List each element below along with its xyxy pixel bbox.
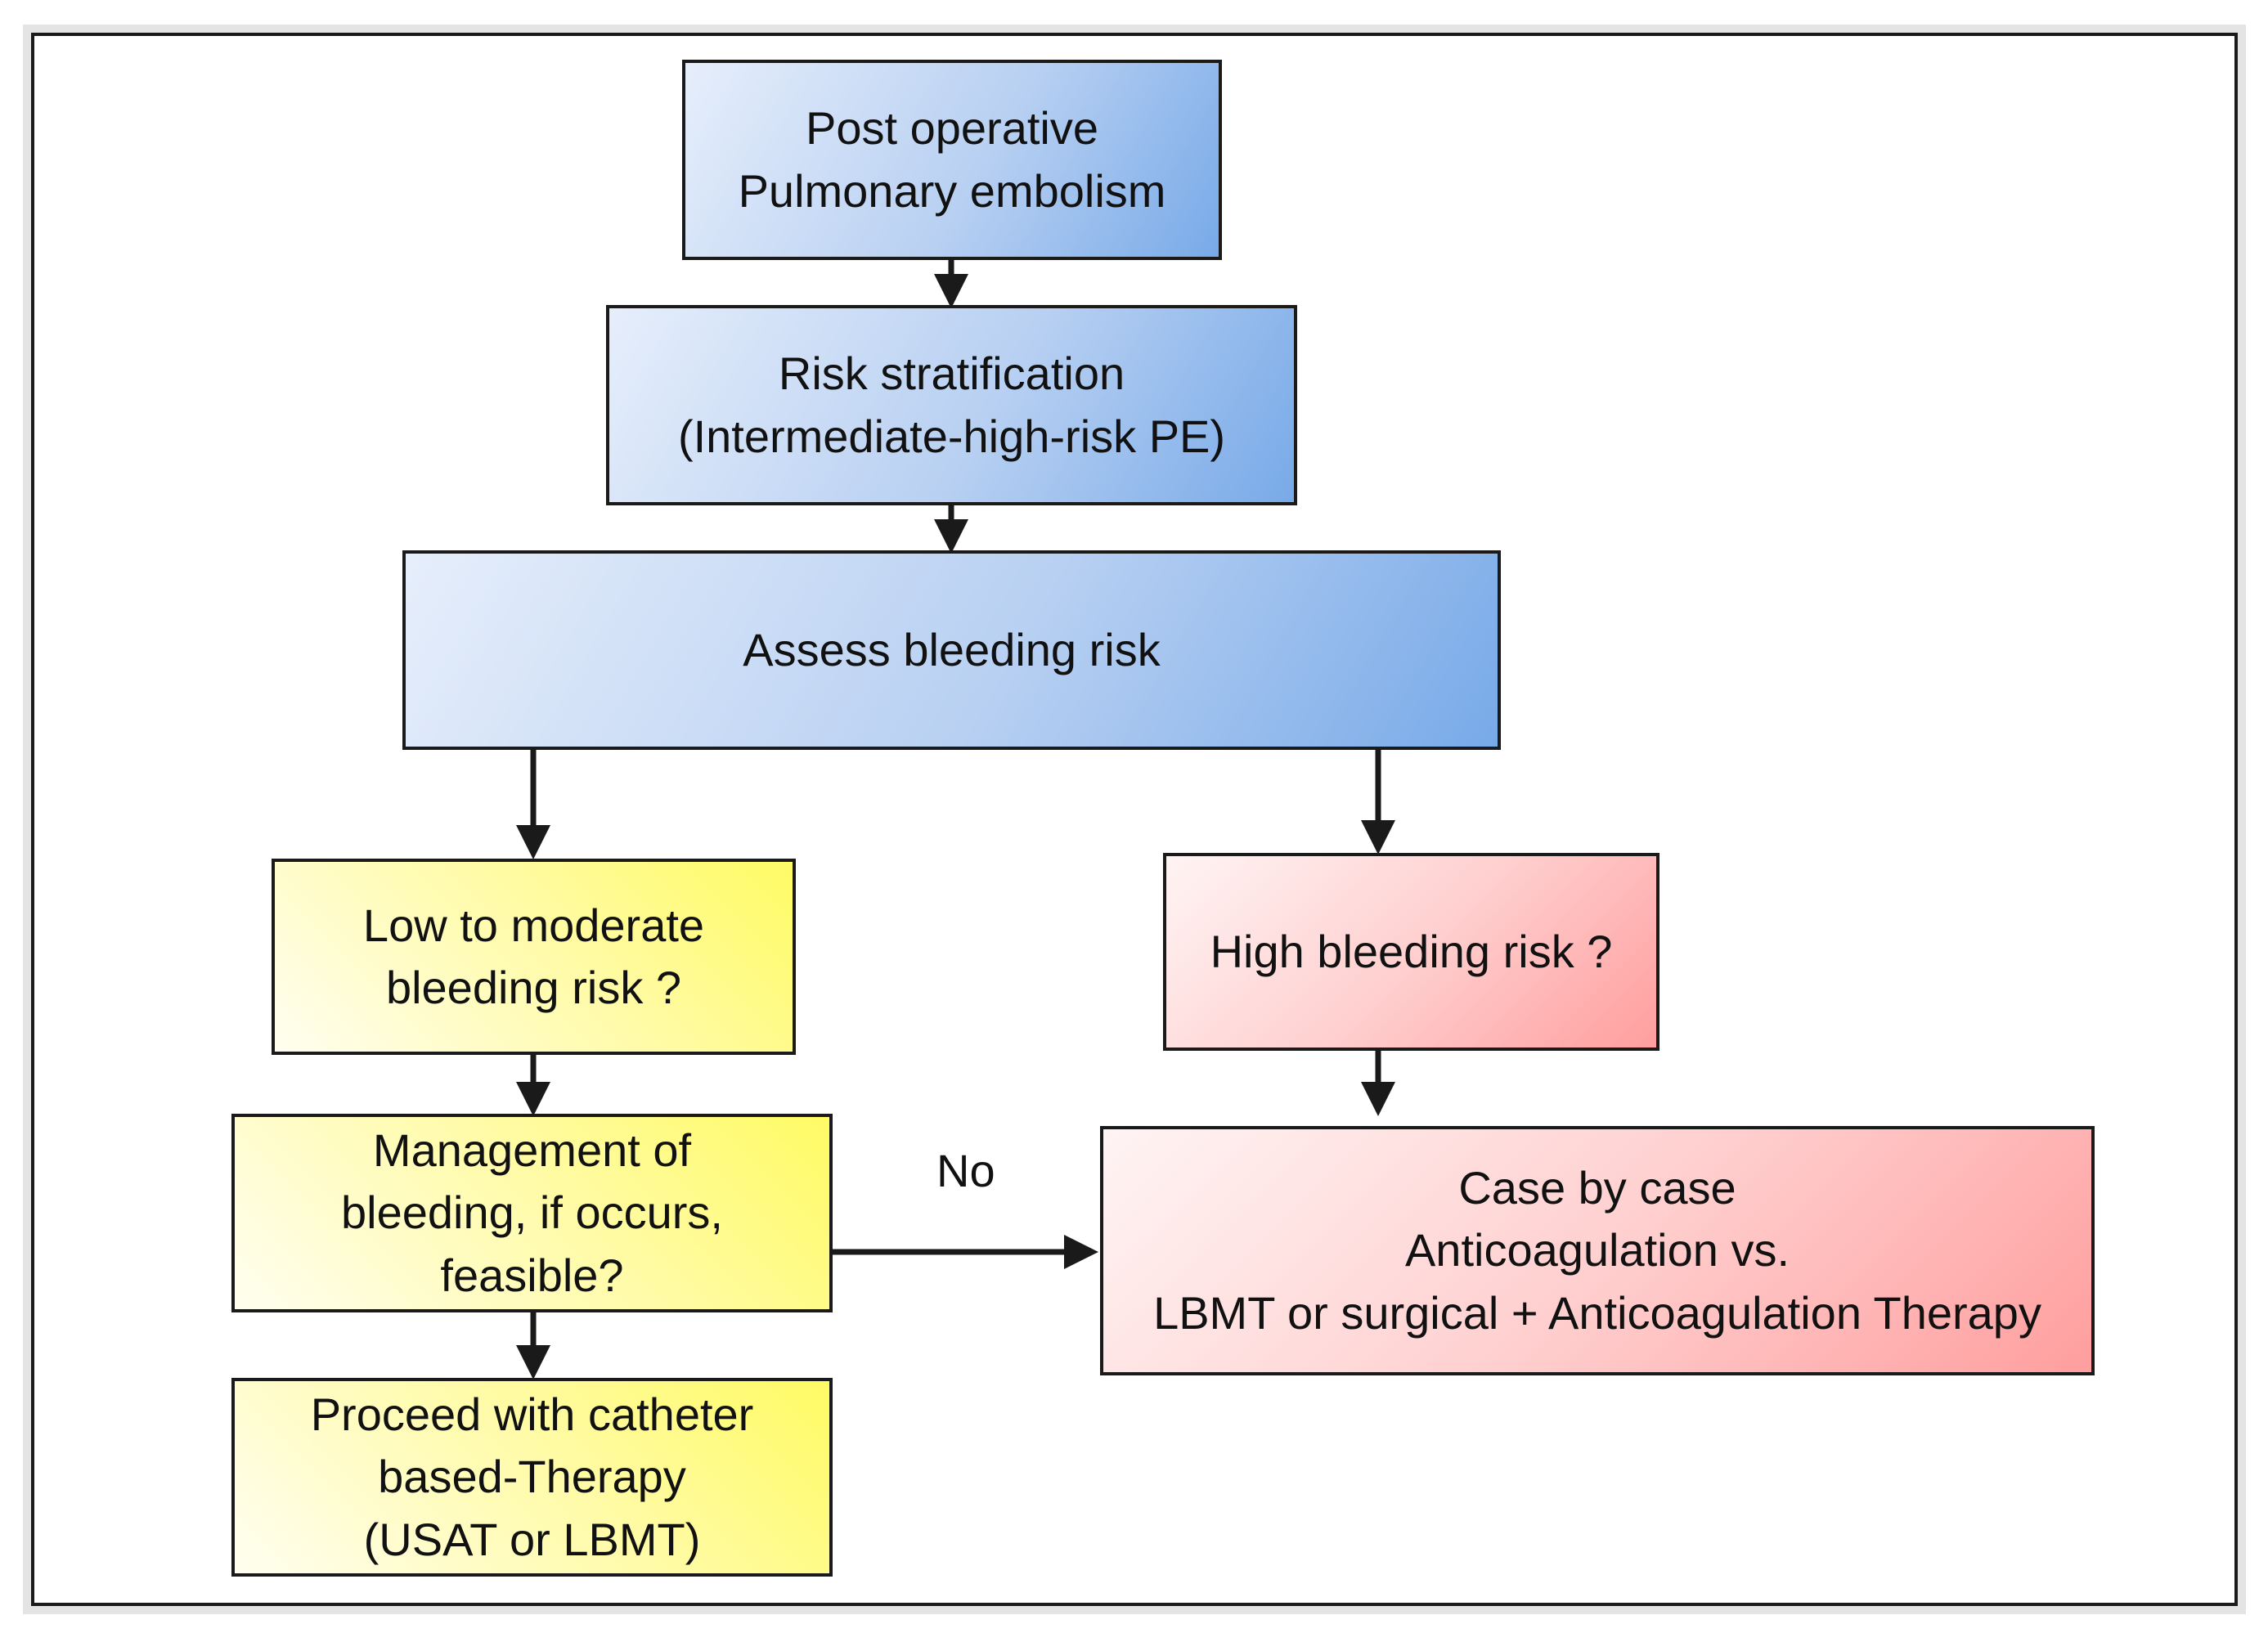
risk-stratification-node: Risk stratification (Intermediate-high-ri… — [606, 305, 1297, 505]
node-line: Pulmonary embolism — [738, 164, 1166, 217]
high-bleeding-risk-node: High bleeding risk ? — [1163, 853, 1659, 1051]
node-line: feasible? — [440, 1249, 624, 1301]
node-line: bleeding risk ? — [385, 962, 682, 1013]
low-moderate-bleeding-node: Low to moderate bleeding risk ? — [272, 859, 796, 1055]
node-line: Anticoagulation vs. — [1404, 1224, 1790, 1276]
node-line: Assess bleeding risk — [743, 623, 1161, 675]
node-line: based-Therapy — [378, 1451, 686, 1503]
edge-label-no: No — [936, 1145, 995, 1196]
assess-bleeding-risk-node: Assess bleeding risk — [402, 550, 1501, 750]
node-line: Low to moderate — [362, 899, 705, 951]
node-line: High bleeding risk ? — [1210, 925, 1613, 977]
node-line: Risk stratification — [778, 348, 1125, 400]
node-line: Proceed with catheter — [310, 1389, 754, 1441]
management-of-bleeding-node: Management of bleeding, if occurs, feasibl… — [231, 1114, 833, 1312]
node-line: Management of — [372, 1124, 692, 1177]
node-line: (USAT or LBMT) — [363, 1513, 701, 1565]
node-line: Post operative — [806, 102, 1098, 155]
node-line: bleeding, if occurs, — [341, 1187, 723, 1239]
node-line: Case by case — [1458, 1162, 1736, 1214]
node-line: LBMT or surgical + Anticoagulation Thera… — [1153, 1286, 2041, 1339]
node-line: (Intermediate-high-risk PE) — [677, 410, 1226, 462]
proceed-catheter-therapy-node: Proceed with catheter based-Therapy (USAT … — [231, 1378, 833, 1577]
